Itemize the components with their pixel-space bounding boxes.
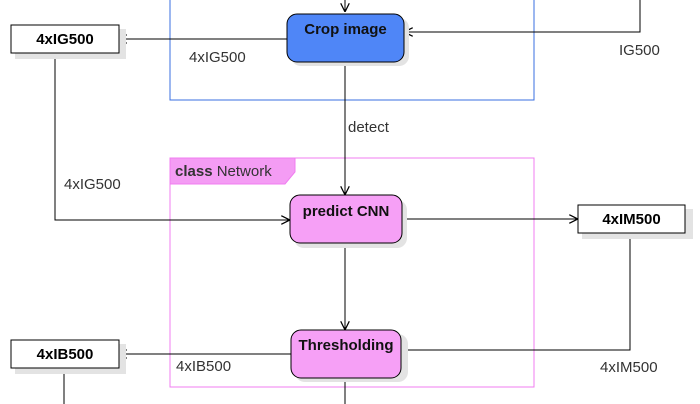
predict-node[interactable] [289,194,403,244]
edge-label-ig-to-predict: 4xIG500 [64,176,121,193]
edge-ig-to-predict [54,53,289,220]
crop-node-label: Crop image [304,21,387,38]
crop-node[interactable] [286,13,405,63]
edge-ig500-to-crop [405,0,641,32]
ig-box[interactable] [10,24,120,54]
network-frame-header [169,157,296,185]
edge-label-detect: detect [348,119,390,136]
im-box-label: 4xIM500 [602,211,660,228]
threshold-node[interactable] [290,329,402,379]
ib-box[interactable] [10,339,120,369]
edge-label-thresh-to-ib: 4xIB500 [176,358,231,375]
edge-label-crop-to-ig: 4xIG500 [189,49,246,66]
im-box[interactable] [577,204,686,234]
predict-node-label: predict CNN [303,203,390,220]
preprocess-frame [169,0,535,101]
edge-im-to-threshold [400,233,631,350]
network-frame [169,157,535,388]
edge-label-ig500-in: IG500 [619,42,660,59]
network-frame-title: class Network [175,163,272,180]
ig-box-label: 4xIG500 [36,31,94,48]
ib-box-label: 4xIB500 [37,346,94,363]
threshold-node-label: Thresholding [299,337,394,354]
edge-label-im-to-thresh: 4xIM500 [600,359,658,376]
